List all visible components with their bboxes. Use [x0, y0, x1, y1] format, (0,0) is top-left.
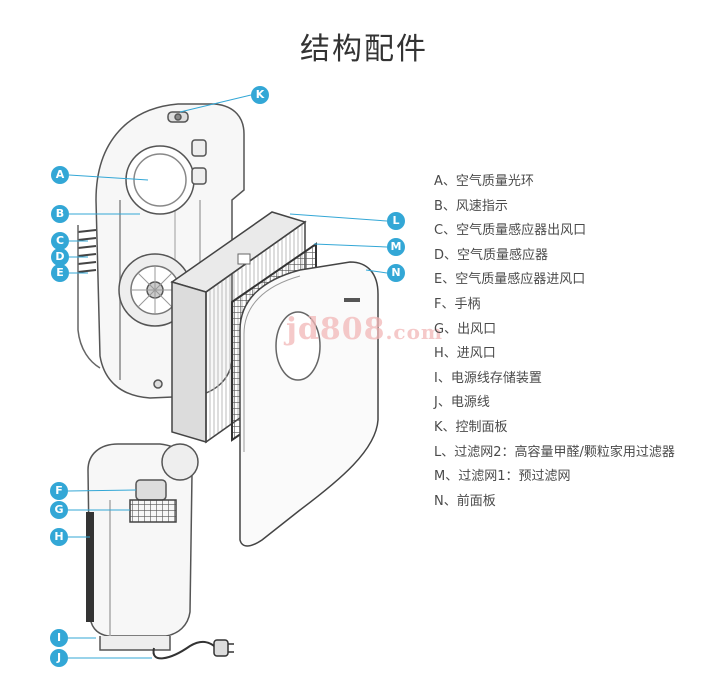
- legend-item: D、空气质量感应器: [434, 247, 549, 263]
- callout-i: I: [50, 629, 68, 647]
- page-title: 结构配件: [300, 32, 428, 67]
- lower-unit: [86, 443, 234, 660]
- legend-item: H、进风口: [434, 346, 496, 362]
- callout-n: N: [387, 264, 405, 282]
- parts-legend: A、空气质量光环 B、风速指示 C、空气质量感应器出风口 D、空气质量感应器 E…: [434, 170, 675, 514]
- legend-item: J、电源线: [434, 395, 490, 411]
- callout-d: D: [51, 248, 69, 266]
- callout-k: K: [251, 86, 269, 104]
- legend-item: F、手柄: [434, 296, 481, 312]
- legend-item: M、过滤网1：预过滤网: [434, 469, 571, 485]
- legend-item: N、前面板: [434, 493, 496, 509]
- callout-g: G: [50, 501, 68, 519]
- watermark-main: jd808: [286, 312, 386, 347]
- callout-m: M: [387, 238, 405, 256]
- callout-a: A: [51, 166, 69, 184]
- callout-e: E: [51, 264, 69, 282]
- legend-item: A、空气质量光环: [434, 174, 534, 189]
- leader-lines: [67, 94, 388, 659]
- watermark: jd808.com: [286, 312, 443, 347]
- callout-j: J: [50, 649, 68, 667]
- legend-item: I、电源线存储装置: [434, 370, 542, 386]
- legend-item: E、空气质量感应器进风口: [434, 272, 586, 288]
- watermark-suffix: .com: [385, 320, 444, 344]
- callout-b: B: [51, 205, 69, 223]
- callout-c: C: [51, 232, 69, 250]
- callout-h: H: [50, 528, 68, 546]
- legend-item: L、过滤网2：高容量甲醛/颗粒家用过滤器: [434, 444, 675, 460]
- legend-item: C、空气质量感应器出风口: [434, 223, 587, 239]
- legend-item: K、控制面板: [434, 419, 508, 435]
- legend-item: G、出风口: [434, 321, 497, 337]
- front-panel: [239, 261, 379, 547]
- legend-item: B、风速指示: [434, 198, 508, 214]
- callout-f: F: [50, 482, 68, 500]
- callout-l: L: [387, 212, 405, 230]
